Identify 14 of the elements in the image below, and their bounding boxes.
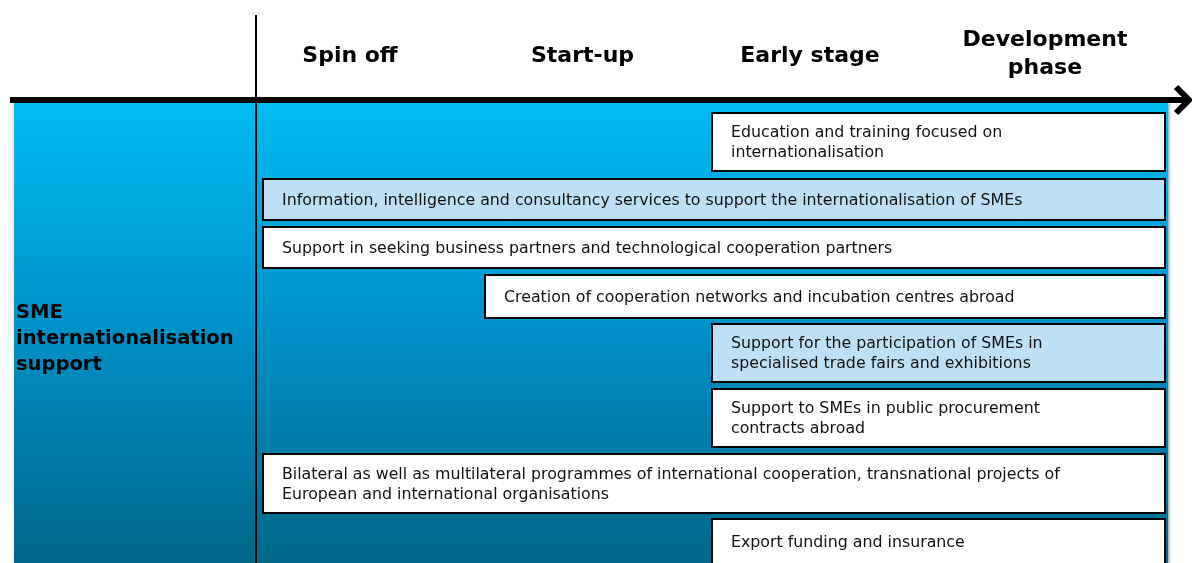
measure-box: Support to SMEs in public procurement contracts abroad	[711, 388, 1166, 448]
category-panel	[14, 103, 1168, 563]
measure-box: Export funding and insurance	[711, 518, 1166, 563]
measure-box: Support in seeking business partners and technological cooperation partners	[262, 226, 1166, 269]
phase-heading: Start-up	[529, 41, 636, 69]
measure-box: Bilateral as well as multilateral programmes of international cooperation, transnational projects of European and international organisations	[262, 453, 1166, 514]
measure-box: Education and training focused on internationalisation	[711, 112, 1166, 172]
phase-heading: Development phase	[961, 25, 1129, 81]
phase-heading: Early stage	[739, 41, 881, 69]
category-title: SME internationalisation support	[16, 299, 235, 377]
phase-heading: Spin off	[301, 41, 399, 69]
measure-box: Support for the participation of SMEs in specialised trade fairs and exhibitions	[711, 323, 1166, 383]
measure-box: Information, intelligence and consultancy services to support the internationalisation of SMEs	[262, 178, 1166, 221]
measure-box: Creation of cooperation networks and incubation centres abroad	[484, 274, 1166, 319]
